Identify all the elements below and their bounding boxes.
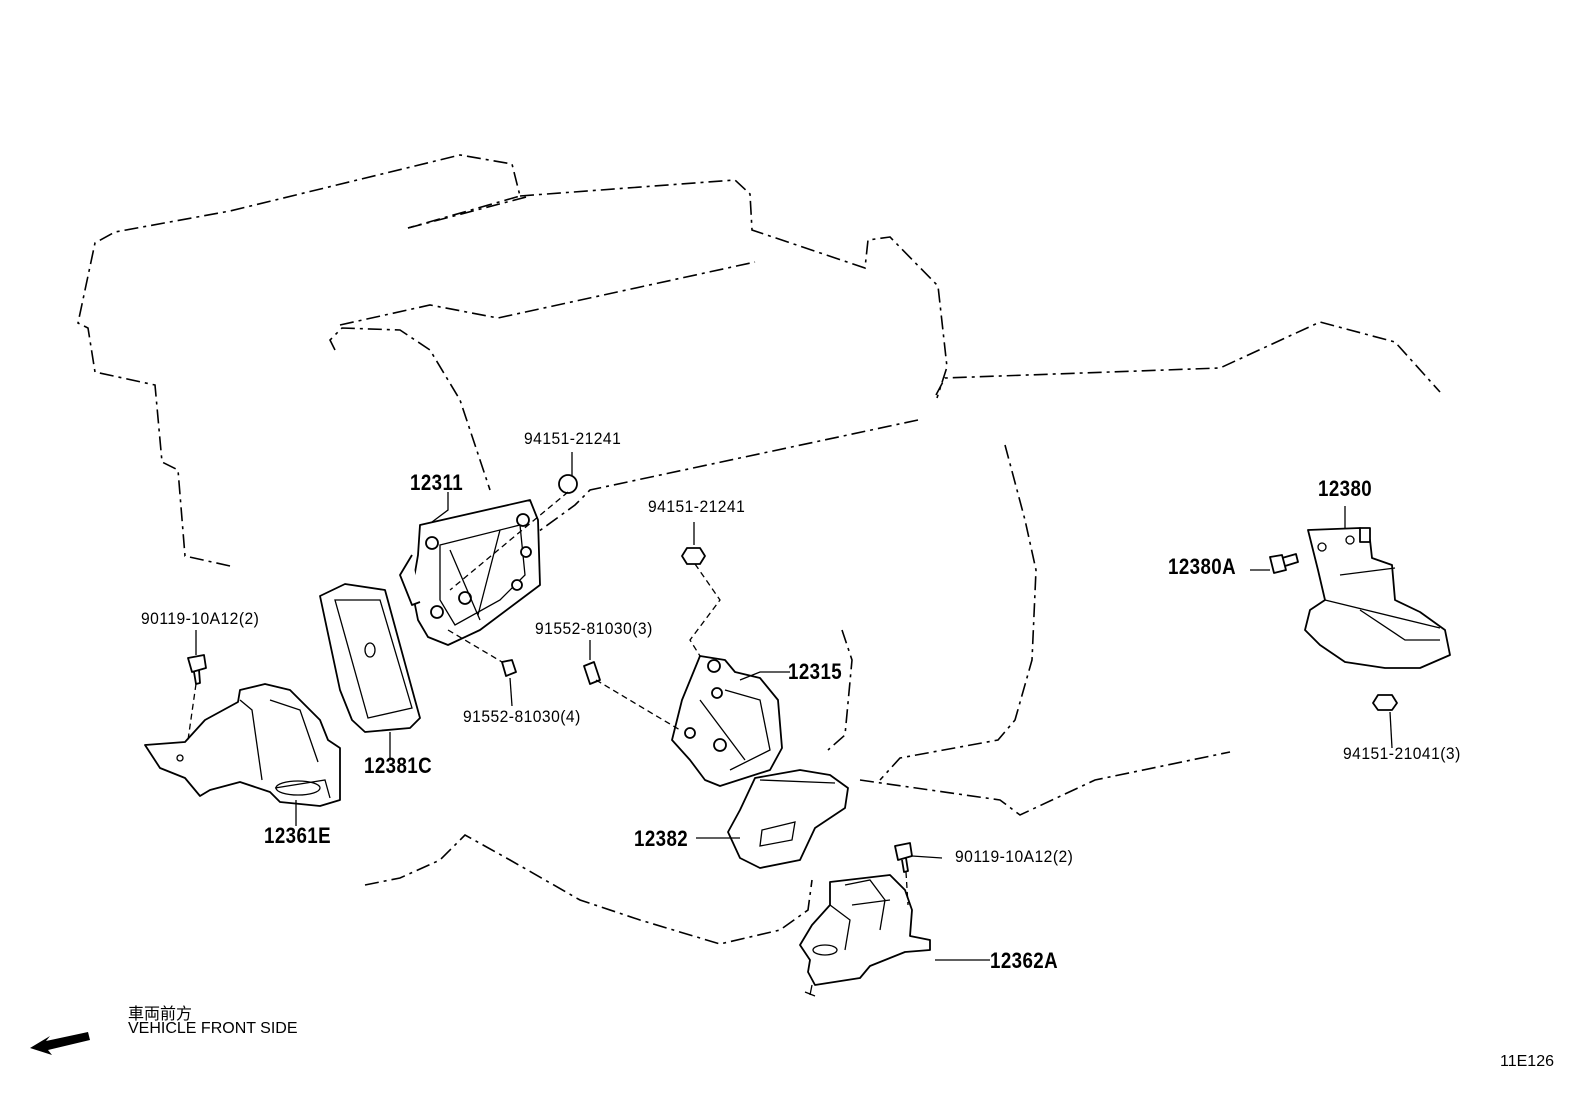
vehicle-front-arrow-icon	[30, 1032, 90, 1055]
callout-90119-10A12-right: 90119-10A12(2)	[955, 847, 1074, 866]
callout-91552-81030-3: 91552-81030(3)	[535, 619, 653, 638]
nut-icon	[681, 547, 706, 565]
nut-icon	[558, 474, 578, 494]
engine-mount-insulator-12362A	[799, 874, 931, 997]
callout-94151-21241-a: 94151-21241	[524, 429, 622, 448]
callout-12315: 12315	[788, 659, 843, 684]
callout-90119-10A12-left: 90119-10A12(2)	[141, 609, 260, 628]
bolt-icon	[187, 654, 207, 685]
callout-12380: 12380	[1318, 476, 1373, 501]
callout-12382: 12382	[634, 826, 689, 851]
fasteners	[187, 474, 1398, 873]
callout-12361E: 12361E	[264, 823, 332, 848]
callout-12381C: 12381C	[364, 753, 433, 778]
nut-icon	[1372, 694, 1398, 711]
callout-91552-81030-4: 91552-81030(4)	[463, 707, 581, 726]
direction-label-en: VEHICLE FRONT SIDE	[128, 1020, 298, 1037]
callout-12311: 12311	[410, 470, 464, 495]
diagram-reference-code: 11E126	[1500, 1053, 1554, 1070]
engine-mount-12380	[1304, 527, 1451, 669]
engine-mount-bracket-12315	[671, 655, 783, 787]
engine-mount-insulator-12361E	[144, 683, 341, 807]
bolt-icon	[894, 842, 913, 873]
callout-94151-21041-3: 94151-21041(3)	[1343, 744, 1461, 763]
direction-label-jp: 車両前方	[128, 1006, 193, 1023]
bolt-icon	[583, 661, 601, 685]
insulator-pad-12381C	[319, 583, 421, 733]
callout-12380A: 12380A	[1168, 554, 1237, 579]
leader-lines	[195, 452, 1393, 961]
engine-mount-bracket-12311	[399, 499, 541, 646]
stopper-12382	[727, 769, 849, 869]
engine-outline	[77, 154, 1441, 945]
callout-12362A: 12362A	[990, 948, 1059, 973]
assembly-lines	[187, 491, 909, 906]
bolt-icon	[1269, 553, 1299, 574]
bolt-icon	[501, 659, 517, 677]
callout-94151-21241-b: 94151-21241	[648, 497, 746, 516]
